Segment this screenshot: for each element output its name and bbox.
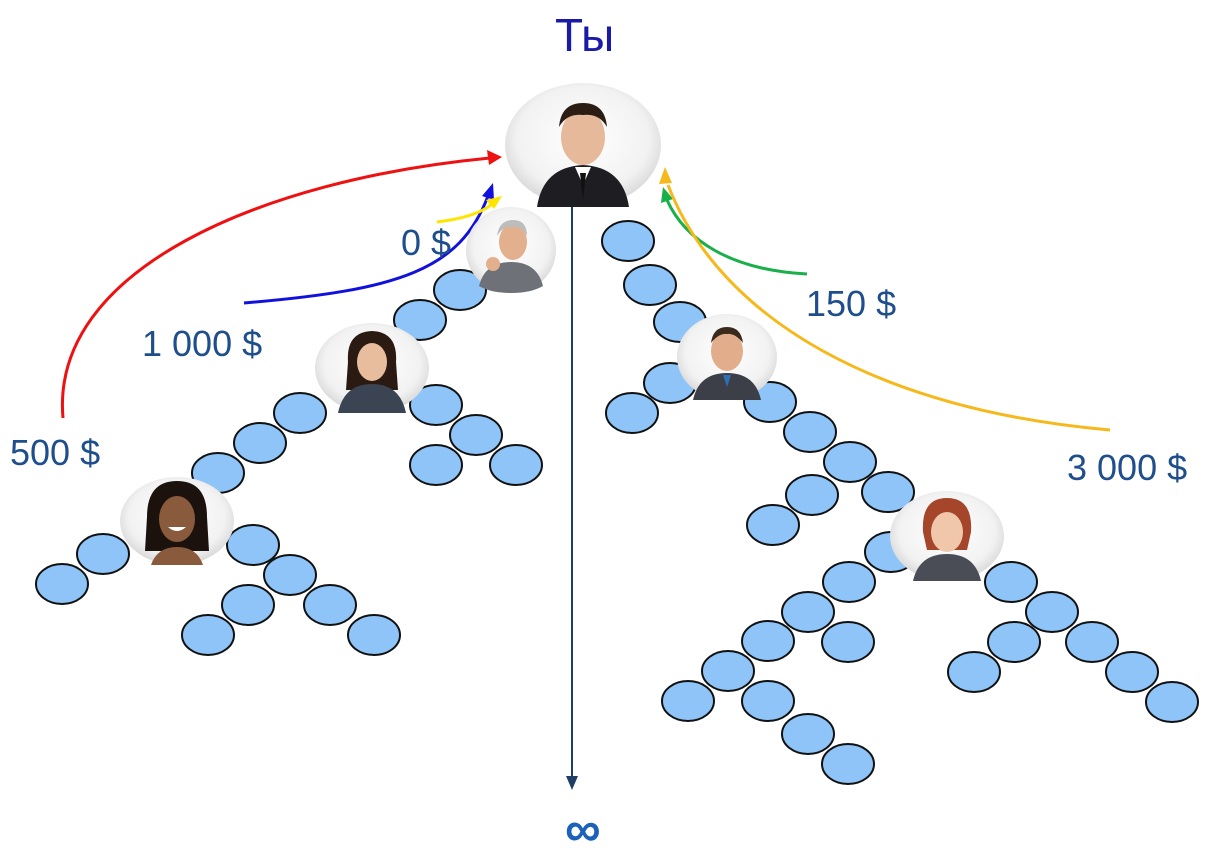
infinity-label: ∞	[565, 801, 601, 857]
referral-node	[605, 392, 659, 434]
referral-node	[273, 392, 327, 434]
referral-node	[984, 561, 1038, 603]
referral-node	[822, 561, 876, 603]
referral-node	[181, 614, 235, 656]
payment-arrow-150	[661, 187, 808, 276]
referral-node	[409, 384, 463, 426]
referral-node	[1145, 681, 1199, 723]
referral-node	[623, 264, 677, 306]
woman-dark-hair-avatar	[315, 323, 429, 413]
referral-node	[701, 650, 755, 692]
amount-500-label: 500 $	[10, 432, 101, 473]
referral-node	[263, 554, 317, 596]
payment-arrow-500	[60, 150, 502, 419]
referral-node	[35, 563, 89, 605]
referral-node	[449, 414, 503, 456]
amount-150-label: 150 $	[806, 283, 897, 324]
referral-node	[1105, 651, 1159, 693]
amount-0-label: 0 $	[401, 222, 452, 263]
referral-node	[1065, 621, 1119, 663]
referral-node	[987, 621, 1041, 663]
referral-node	[409, 444, 463, 486]
referral-node	[303, 584, 357, 626]
referral-node	[76, 533, 130, 575]
referral-node	[821, 743, 875, 785]
amount-3000-label: 3 000 $	[1067, 447, 1188, 488]
referral-node	[783, 411, 837, 453]
payment-arrow-0	[436, 196, 502, 224]
amount-1000-label: 1 000 $	[142, 323, 263, 364]
referral-node	[347, 614, 401, 656]
referral-node	[823, 441, 877, 483]
you-avatar	[505, 83, 661, 207]
you-label: Ты	[555, 9, 615, 61]
payment-arrow-1000	[243, 183, 494, 305]
infinity-axis-arrow	[566, 205, 578, 790]
referral-node	[781, 591, 835, 633]
referral-node	[233, 422, 287, 464]
referral-node	[489, 444, 543, 486]
referral-node	[221, 584, 275, 626]
referral-node	[741, 680, 795, 722]
referral-node	[861, 471, 915, 513]
smiling-woman-avatar	[120, 477, 234, 565]
referral-node	[1025, 591, 1079, 633]
man-short-hair-avatar	[677, 314, 777, 400]
referral-node	[947, 651, 1001, 693]
referral-node	[393, 299, 447, 341]
referral-node	[601, 220, 655, 262]
referral-node	[821, 621, 875, 663]
referral-node	[746, 504, 800, 546]
referral-node	[785, 474, 839, 516]
referral-node	[661, 680, 715, 722]
red-haired-woman-avatar	[890, 491, 1004, 581]
payment-arrow-3000	[659, 167, 1111, 432]
referral-node	[741, 620, 795, 662]
gray-haired-man-avatar	[466, 207, 556, 293]
referral-nodes	[35, 220, 1199, 785]
referral-node	[433, 269, 487, 311]
referral-node	[781, 713, 835, 755]
referral-node	[226, 524, 280, 566]
